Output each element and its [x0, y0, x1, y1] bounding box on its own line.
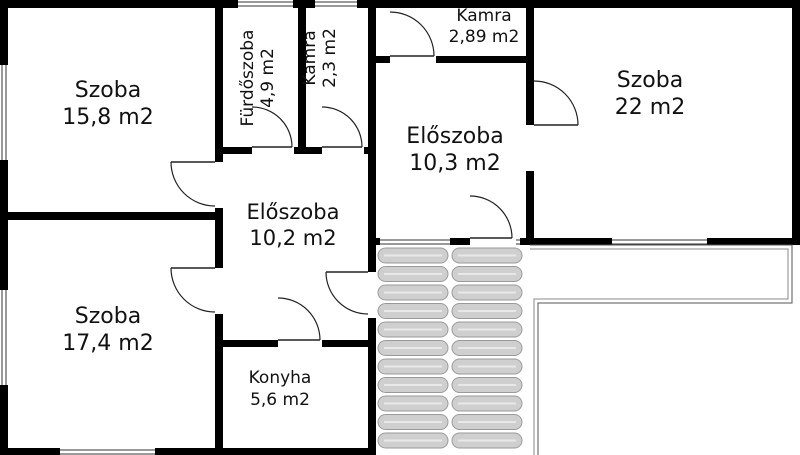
room-szoba-2: Szoba 22 m2 — [590, 68, 710, 122]
window — [0, 65, 8, 160]
staircase — [377, 247, 523, 449]
room-area: 2,89 m2 — [448, 27, 520, 48]
door-swing-arc — [170, 161, 216, 207]
wall — [0, 212, 222, 220]
wall — [376, 56, 533, 63]
window — [315, 0, 357, 8]
terrace-outline — [530, 244, 793, 455]
door-opening — [526, 125, 534, 171]
window — [0, 290, 8, 385]
room-kamra-1: Kamra 2,3 m2 — [300, 15, 346, 101]
door-swing-arc — [277, 297, 321, 341]
door-opening — [390, 56, 436, 63]
wall — [526, 0, 534, 245]
terrace-line-inner — [530, 248, 789, 455]
door-opening — [470, 238, 516, 245]
room-area: 10,2 m2 — [249, 225, 337, 250]
door-swing-arc — [251, 106, 293, 148]
room-area: 5,6 m2 — [250, 390, 310, 411]
window — [612, 238, 707, 246]
room-name: Szoba — [74, 304, 142, 329]
wall — [215, 0, 223, 455]
wall — [0, 0, 8, 455]
room-name: Konyha — [248, 368, 312, 388]
room-area: 2,3 m2 — [320, 28, 341, 88]
room-konyha: Konyha 5,6 m2 — [234, 367, 326, 411]
door-swing-arc — [533, 80, 579, 126]
window — [238, 0, 293, 8]
wall — [215, 147, 376, 154]
room-szoba-1: Szoba 15,8 m2 — [48, 78, 168, 132]
room-name: Előszoba — [246, 200, 340, 224]
window — [60, 448, 155, 455]
wall — [376, 238, 530, 245]
door-swing-arc — [389, 11, 435, 57]
room-furdoszoba: Fürdőszoba 4,9 m2 — [238, 18, 284, 138]
wall — [368, 0, 376, 455]
terrace-line-outer — [530, 244, 793, 455]
room-name: Kamra — [300, 30, 320, 86]
door-opening — [368, 272, 376, 318]
door-opening — [215, 162, 223, 208]
door-opening — [252, 147, 294, 154]
door-swing-arc — [321, 106, 363, 148]
room-area: 15,8 m2 — [62, 104, 154, 130]
room-kamra-2: Kamra 2,89 m2 — [436, 6, 532, 49]
room-name: Kamra — [456, 6, 512, 26]
wall — [298, 0, 306, 152]
door-swing-arc — [325, 271, 369, 315]
door-opening — [215, 268, 223, 314]
doors — [170, 11, 579, 347]
room-area: 17,4 m2 — [62, 330, 154, 356]
room-name: Fürdőszoba — [238, 29, 258, 127]
room-eloszoba-2: Előszoba 10,2 m2 — [230, 200, 356, 251]
wall — [0, 0, 800, 8]
room-area: 22 m2 — [614, 94, 686, 120]
door-opening — [322, 147, 364, 154]
room-name: Szoba — [74, 78, 142, 103]
door-swing-arc — [170, 267, 216, 313]
door-opening — [278, 340, 322, 347]
room-area: 4,9 m2 — [258, 48, 279, 108]
wall — [0, 448, 376, 455]
window — [380, 238, 450, 246]
wall — [792, 0, 800, 245]
door-swing-arc — [469, 195, 513, 239]
room-name: Szoba — [616, 68, 684, 93]
room-area: 10,3 m2 — [409, 150, 501, 176]
room-eloszoba-1: Előszoba 10,3 m2 — [390, 124, 520, 178]
room-name: Előszoba — [406, 124, 504, 149]
room-szoba-3: Szoba 17,4 m2 — [48, 304, 168, 358]
